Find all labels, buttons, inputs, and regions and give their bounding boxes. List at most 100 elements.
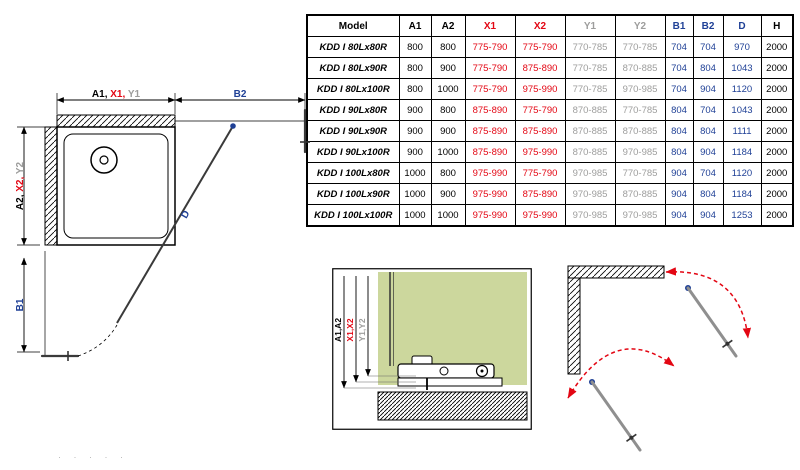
label-a2: A2,	[15, 192, 26, 210]
label-d: D	[179, 209, 192, 221]
drain-circle	[90, 146, 118, 174]
value-cell: 704	[692, 99, 724, 121]
footer-marks: · · · · ·	[58, 452, 128, 462]
label-b2: B2	[234, 89, 247, 100]
value-cell: 800	[398, 57, 432, 79]
value-cell: 904	[692, 141, 724, 163]
column-header-y1: Y1	[564, 14, 616, 37]
value-cell: 2000	[760, 162, 794, 184]
label-y2: Y2	[15, 161, 26, 174]
value-cell: 775-790	[514, 99, 566, 121]
section-label-x: X1,X2	[345, 318, 355, 341]
column-header-y2: Y2	[614, 14, 666, 37]
value-cell: 970-985	[564, 183, 616, 205]
value-cell: 770-785	[564, 57, 616, 79]
value-cell: 970	[722, 36, 762, 58]
door2-knob	[629, 435, 634, 440]
value-cell: 770-785	[614, 36, 666, 58]
bottom-profile	[397, 355, 503, 390]
column-header-d: D	[722, 14, 762, 37]
value-cell: 2000	[760, 36, 794, 58]
door2-swing-arc	[567, 348, 675, 399]
model-cell: KDD I 90Lx80R	[306, 99, 400, 121]
value-cell: 900	[430, 183, 466, 205]
model-cell: KDD I 90Lx100R	[306, 141, 400, 163]
value-cell: 800	[430, 99, 466, 121]
value-cell: 1000	[398, 162, 432, 184]
door-swing-arc	[77, 324, 118, 357]
value-cell: 904	[664, 183, 694, 205]
value-cell: 775-790	[514, 162, 566, 184]
value-cell: 2000	[760, 183, 794, 205]
swing-left-wall	[567, 277, 581, 375]
door1-knob	[725, 341, 730, 346]
dim-label-top: A1, X1, Y1	[92, 89, 141, 100]
value-cell: 1253	[722, 204, 762, 227]
column-header-b2: B2	[692, 14, 724, 37]
door1-swing-arc	[665, 267, 752, 339]
value-cell: 2000	[760, 204, 794, 227]
model-cell: KDD I 80Lx90R	[306, 57, 400, 79]
value-cell: 900	[398, 141, 432, 163]
value-cell: 2000	[760, 57, 794, 79]
value-cell: 870-885	[614, 120, 666, 142]
diagonal-door	[116, 125, 234, 324]
model-cell: KDD I 90Lx90R	[306, 120, 400, 142]
shower-tray-inner	[63, 133, 169, 239]
value-cell: 804	[692, 120, 724, 142]
value-cell: 970-985	[564, 204, 616, 227]
column-header-x1: X1	[464, 14, 516, 37]
column-header-h: H	[760, 14, 794, 37]
value-cell: 1184	[722, 183, 762, 205]
value-cell: 970-985	[614, 141, 666, 163]
model-cell: KDD I 100Lx90R	[306, 183, 400, 205]
value-cell: 775-790	[464, 78, 516, 100]
value-cell: 875-890	[514, 57, 566, 79]
value-cell: 770-785	[614, 99, 666, 121]
value-cell: 804	[692, 57, 724, 79]
model-cell: KDD I 80Lx100R	[306, 78, 400, 100]
value-cell: 804	[664, 99, 694, 121]
value-cell: 770-785	[564, 36, 616, 58]
label-b1: B1	[15, 298, 26, 311]
value-cell: 770-785	[614, 162, 666, 184]
section-detail-drawing: A1,A2 X1,X2 Y1,Y2	[332, 268, 532, 430]
value-cell: 904	[664, 204, 694, 227]
value-cell: 1000	[430, 204, 466, 227]
model-cell: KDD I 80Lx80R	[306, 36, 400, 58]
value-cell: 704	[664, 78, 694, 100]
value-cell: 2000	[760, 141, 794, 163]
value-cell: 870-885	[614, 57, 666, 79]
value-cell: 1000	[398, 183, 432, 205]
label-a1: A1,	[92, 89, 110, 100]
value-cell: 704	[664, 57, 694, 79]
section-label-y: Y1,Y2	[357, 318, 367, 341]
value-cell: 904	[664, 162, 694, 184]
swing-top-wall	[567, 265, 665, 279]
door-pivot-dot	[230, 123, 236, 129]
value-cell: 1043	[722, 99, 762, 121]
model-cell: KDD I 100Lx80R	[306, 162, 400, 184]
value-cell: 875-890	[514, 120, 566, 142]
value-cell: 775-790	[464, 57, 516, 79]
value-cell: 870-885	[564, 120, 616, 142]
dim-label-left: A2, X2, Y2	[15, 161, 26, 210]
value-cell: 800	[430, 162, 466, 184]
value-cell: 975-990	[514, 78, 566, 100]
value-cell: 800	[430, 36, 466, 58]
value-cell: 870-885	[564, 99, 616, 121]
value-cell: 804	[664, 120, 694, 142]
value-cell: 870-885	[614, 183, 666, 205]
value-cell: 804	[692, 183, 724, 205]
value-cell: 975-990	[464, 183, 516, 205]
value-cell: 1000	[398, 204, 432, 227]
model-cell: KDD I 100Lx100R	[306, 204, 400, 227]
plan-view-drawing: A1, X1, Y1 B2 A2, X2, Y2 B1 D	[15, 89, 310, 361]
value-cell: 970-985	[564, 162, 616, 184]
